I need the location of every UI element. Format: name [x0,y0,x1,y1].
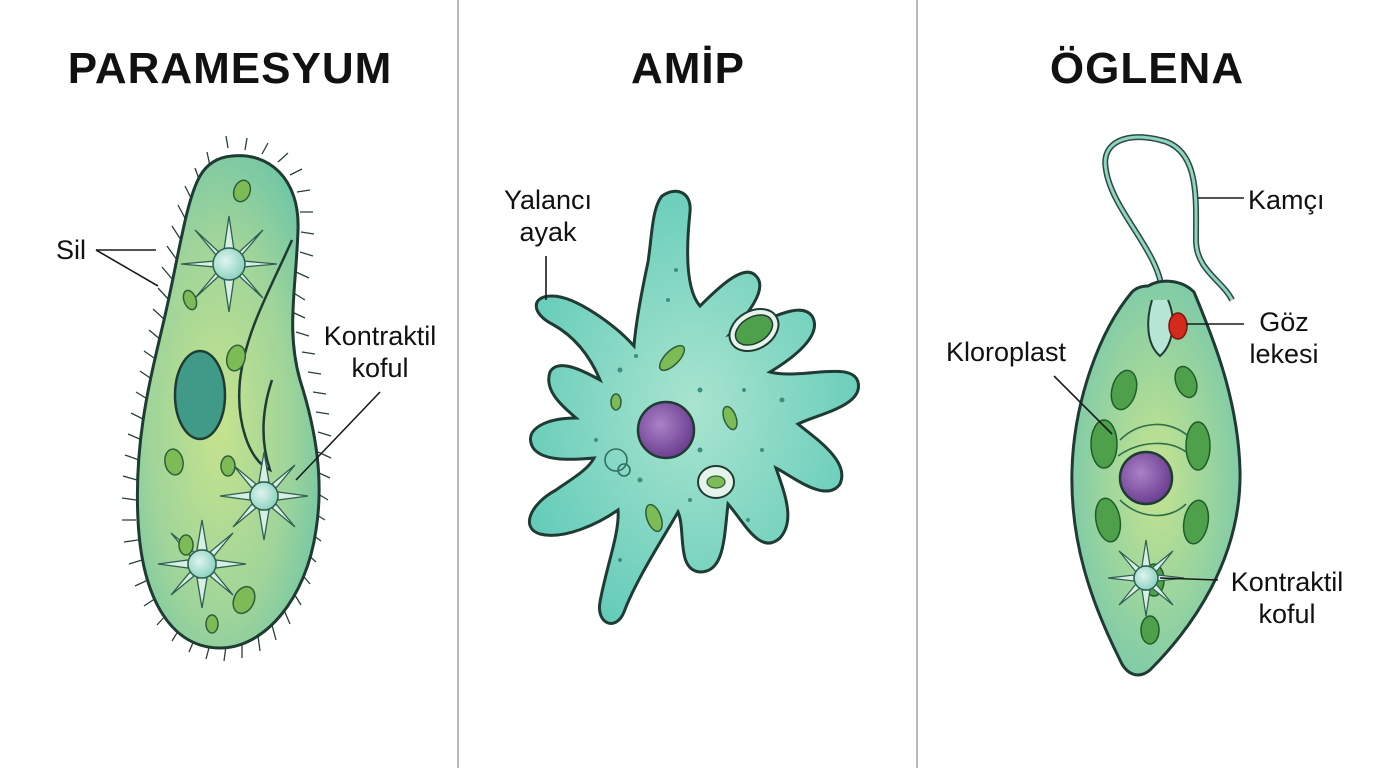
pseudopod-label-line1: Yalancı [503,185,593,215]
chloroplast-label: Kloroplast [946,336,1066,368]
eyespot-label-line2: lekesi [1249,339,1319,369]
amoeba-body [527,189,860,625]
amoeba-food-vacuole [697,308,780,499]
cilia-label: Sil [56,234,86,266]
eyespot-label: Göz lekesi [1246,306,1322,370]
amoeba-small-dots [594,268,785,562]
pseudopod-label: Yalancı ayak [498,184,598,248]
euglena-cv-label-line2: koful [1258,599,1316,629]
amoeba-title: AMİP [631,44,745,93]
paramecium-oral-groove [238,239,294,473]
eyespot-label-line1: Göz [1259,307,1309,337]
euglena [1053,134,1244,677]
amoeba [527,189,860,625]
chloroplast-label-text: Kloroplast [946,337,1067,367]
paramecium-title: PARAMESYUM [67,44,393,93]
paramecium-cilia [121,135,332,662]
amoeba-nucleus [636,400,696,460]
paramecium-contractile-vacuole-label: Kontraktil koful [312,320,448,384]
paramecium-food-vacuoles [164,179,256,634]
euglena-eyespot [1168,312,1188,340]
paramecium-cv-label-line2: koful [351,353,409,383]
paramecium [95,135,381,662]
panel-divider-1 [457,0,459,768]
amoeba-organelles [610,344,738,533]
paramecium-label-lines [95,249,381,481]
euglena-title: ÖGLENA [1049,44,1245,93]
euglena-nucleus [1118,450,1174,506]
euglena-label-lines [1053,197,1244,581]
pseudopod-label-line2: ayak [519,217,577,247]
flagellum-label: Kamçı [1248,184,1325,216]
euglena-endoplasm-lines [1117,423,1189,517]
euglena-cv-label-line1: Kontraktil [1230,567,1344,597]
euglena-contractile-vacuole [1107,539,1185,617]
panel-divider-2 [916,0,918,768]
euglena-contractile-vacuole-label: Kontraktil koful [1220,566,1354,630]
paramecium-macronucleus [173,349,227,441]
cilia-label-text: Sil [56,235,87,265]
amoeba-contractile-vacuole [604,448,631,477]
paramecium-cv-label-line1: Kontraktil [323,321,437,351]
flagellum-label-text: Kamçı [1248,185,1325,215]
